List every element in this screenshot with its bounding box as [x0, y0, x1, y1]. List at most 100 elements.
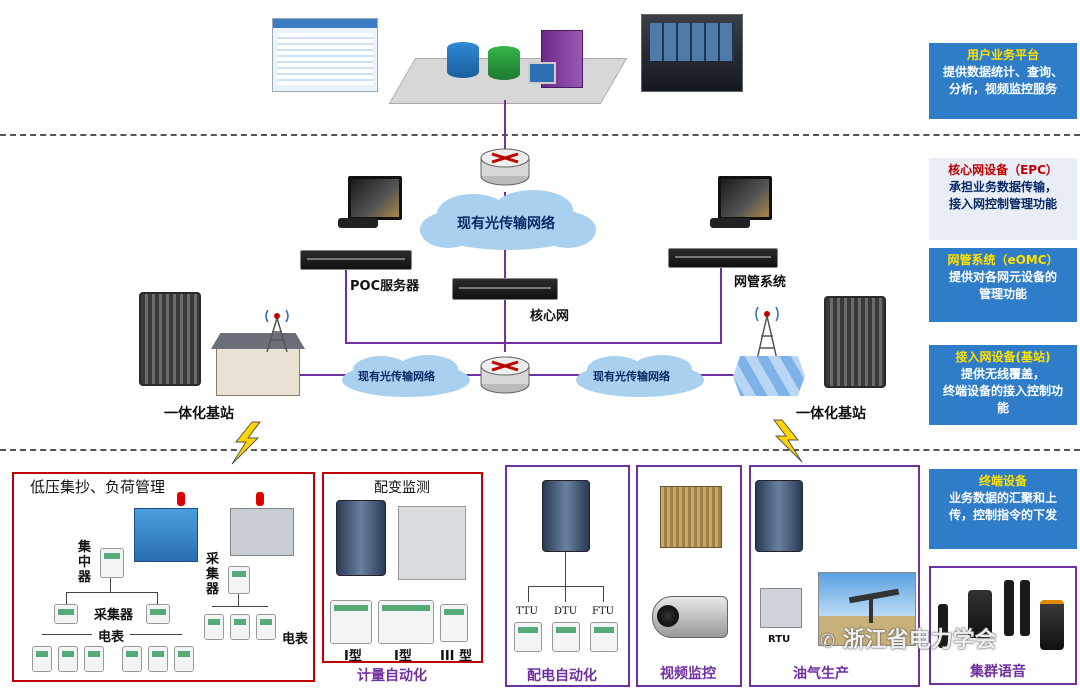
electric-meter-icon: [148, 646, 168, 672]
group-low-voltage: [12, 472, 315, 682]
ftu-device-icon: [590, 622, 618, 652]
wechat-icon: ✆: [820, 631, 836, 652]
core-vertical-line: [504, 192, 506, 352]
camera-icon: [652, 596, 728, 638]
electric-meter-icon: [230, 614, 250, 640]
collector-box-icon: [146, 604, 170, 624]
collector-label-left: 采集器: [94, 608, 134, 623]
core-horizontal-line: [345, 342, 722, 344]
optical-network-cloud-left: [342, 355, 470, 397]
layer-separator-top: [0, 134, 1080, 136]
router-icon: [480, 356, 530, 394]
uplink-line: [504, 100, 506, 150]
type1-meter-icon: [330, 600, 372, 644]
electric-meter-icon: [32, 646, 52, 672]
cloud-label-right: 现有光传输网络: [593, 370, 670, 383]
signal-lamp-icon: [177, 492, 185, 506]
meter-label-right: 电表: [282, 632, 309, 647]
optical-network-cloud-top: [420, 190, 596, 250]
cloud-label-left: 现有光传输网络: [358, 370, 435, 383]
side-box-nms: 网管系统（eOMC） 提供对各网元设备的 管理功能: [929, 248, 1077, 322]
base-station-label-left: 一体化基站: [164, 406, 234, 422]
rtu-label: RTU: [768, 634, 791, 645]
side-desc: 提供对各网元设备的: [948, 270, 1057, 284]
caption-oil-gas: 油气生产: [793, 666, 849, 682]
terminal-module-icon: [336, 500, 386, 576]
coverage-hexagons-icon: [733, 356, 805, 396]
type3-label: III 型: [440, 649, 473, 664]
collector-label-right: 采集器: [206, 552, 220, 597]
side-desc: 承担业务数据传输，: [948, 180, 1057, 194]
platform-screenshot: [272, 18, 378, 92]
signal-lamp-icon: [256, 492, 264, 506]
terminal-module-icon: [542, 480, 590, 552]
side-desc: 终端设备的接入控制功: [942, 384, 1063, 398]
group-video-surveillance: [636, 465, 742, 687]
ttu-device-icon: [514, 622, 542, 652]
meter-label-left: 电表: [98, 630, 125, 645]
electric-meter-icon: [174, 646, 194, 672]
terminal-module-icon: [755, 480, 803, 552]
side-box-access-network: 接入网设备(基站) 提供无线覆盖， 终端设备的接入控制功 能: [929, 345, 1077, 425]
group-trunk-voice: [929, 566, 1077, 685]
house-icon: [211, 333, 305, 396]
transformer-terminal-icon: [398, 506, 466, 580]
side-desc: 能: [996, 401, 1009, 415]
video-terminal-icon: [660, 486, 722, 548]
group-transformer-monitoring: [322, 472, 483, 663]
radio-icon: [1040, 600, 1064, 650]
core-server-icon: [452, 278, 558, 300]
collector-device-icon: [230, 508, 294, 556]
side-desc: 提供无线覆盖，: [960, 367, 1045, 381]
nms-label: 网管系统: [734, 275, 787, 290]
radio-icon: [968, 590, 992, 638]
keyboard-icon: [338, 218, 378, 228]
workstation-icon: [528, 62, 556, 84]
base-station-unit-left: [139, 292, 201, 386]
radio-icon: [938, 604, 948, 648]
radio-icon: [1020, 580, 1030, 636]
type2-meter-icon: [378, 600, 434, 644]
ftu-label: FTU: [592, 606, 615, 617]
antenna-tower-icon-left: [265, 309, 289, 352]
ttu-label: TTU: [516, 606, 538, 617]
rtu-device-icon: [760, 588, 802, 628]
collector-box-icon: [54, 604, 78, 624]
caption-metering-automation: 计量自动化: [357, 668, 427, 684]
side-title: 核心网设备（EPC）: [948, 163, 1058, 177]
layer-separator-bottom: [0, 449, 1080, 451]
poc-server-label: POC服务器: [350, 279, 420, 294]
database-blue-icon: [447, 42, 479, 78]
electric-meter-icon: [122, 646, 142, 672]
group-distribution-automation: [505, 465, 630, 687]
poc-line: [345, 262, 347, 344]
type1-label: I型: [344, 649, 362, 664]
keyboard-icon: [710, 218, 750, 228]
collector-right-meter-icon: [228, 566, 250, 594]
side-box-user-platform: 用户业务平台 提供数据统计、查询、 分析，视频监控服务: [929, 43, 1077, 119]
cloud-label-top: 现有光传输网络: [457, 216, 555, 232]
nms-line: [720, 262, 722, 344]
watermark-text: 浙江省电力学会: [842, 628, 997, 653]
electric-meter-icon: [256, 614, 276, 640]
side-desc: 业务数据的汇聚和上: [948, 491, 1057, 505]
side-desc: 接入网控制管理功能: [948, 197, 1057, 211]
core-network-label: 核心网: [530, 309, 570, 324]
wireless-lightning-icon-left: [231, 421, 261, 465]
base-station-unit-right: [824, 296, 886, 388]
nms-server-icon: [668, 248, 778, 268]
side-title: 终端设备: [978, 474, 1027, 488]
radio-icon: [1004, 580, 1014, 636]
poc-server-icon: [300, 250, 412, 270]
type3-meter-icon: [440, 604, 468, 642]
monitoring-room-photo: [641, 14, 743, 92]
group-oil-gas: [749, 465, 920, 687]
side-desc: 分析，视频监控服务: [948, 82, 1057, 96]
nms-computer-icon: [718, 176, 772, 220]
side-box-core-network: 核心网设备（EPC） 承担业务数据传输， 接入网控制管理功能: [929, 158, 1077, 240]
dtu-device-icon: [552, 622, 580, 652]
optical-network-cloud-right: [576, 355, 704, 397]
electric-meter-icon: [58, 646, 78, 672]
watermark: ✆ 浙江省电力学会: [820, 622, 997, 654]
group-title-transformer: 配变监测: [374, 480, 430, 496]
